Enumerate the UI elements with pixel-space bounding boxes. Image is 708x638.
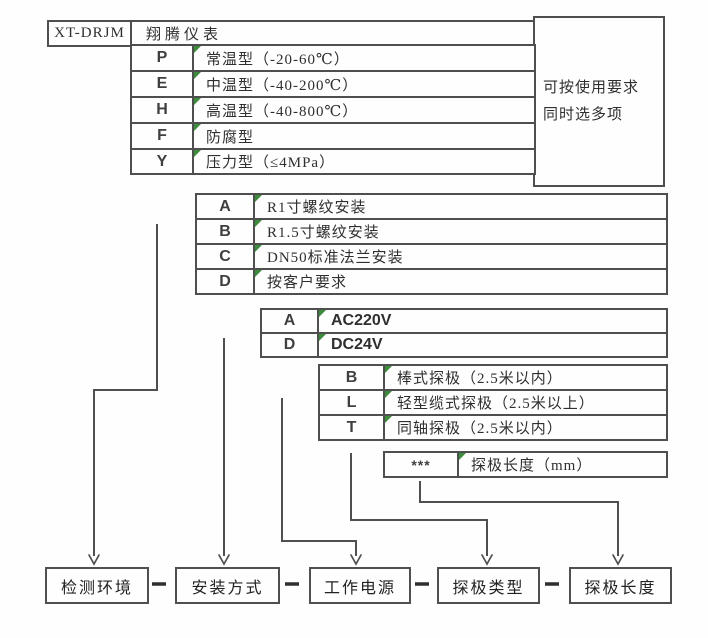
temp-desc-cell: 防腐型 — [192, 122, 536, 150]
category-box-environment: 检测环境 — [45, 567, 149, 604]
probe-desc-cell: 棒式探极（2.5米以内） — [383, 364, 668, 391]
model-code-cell: XT-DRJM — [47, 20, 132, 47]
install-desc-cell: DN50标准法兰安装 — [253, 243, 668, 270]
power-desc-cell: DC24V — [317, 332, 668, 358]
arrow-head-probe-type — [481, 554, 493, 566]
temp-code-cell: E — [130, 70, 194, 98]
temp-code-cell: Y — [130, 148, 194, 175]
category-box-probe-type: 探极类型 — [437, 567, 540, 604]
probe-code-cell: B — [318, 364, 385, 391]
category-box-probe-length: 探极长度 — [569, 567, 672, 604]
temp-desc-cell: 高温型（-40-800℃） — [192, 96, 536, 124]
install-desc-cell: R1寸螺纹安装 — [253, 193, 668, 220]
connector-probe-length — [419, 481, 619, 556]
length-desc-cell: 探极长度（mm） — [457, 451, 668, 478]
install-code-cell: B — [195, 218, 255, 245]
power-desc-cell: AC220V — [317, 308, 668, 334]
probe-code-cell: T — [318, 414, 385, 441]
category-box-installation: 安装方式 — [175, 567, 280, 604]
length-section: *** 探极长度（mm） — [383, 451, 668, 478]
temperature-section: P 常温型（-20-60℃） E 中温型（-40-200℃） H 高温型（-40… — [130, 44, 536, 175]
probe-code-cell: L — [318, 389, 385, 416]
temp-desc-cell: 压力型（≤4MPa） — [192, 148, 536, 175]
temp-desc-cell: 常温型（-20-60℃） — [192, 44, 536, 72]
temp-code-cell: F — [130, 122, 194, 150]
temp-code-cell: H — [130, 96, 194, 124]
install-code-cell: A — [195, 193, 255, 220]
install-desc-cell: R1.5寸螺纹安装 — [253, 218, 668, 245]
side-note-line1: 可按使用要求 — [543, 80, 640, 97]
probe-section: B 棒式探极（2.5米以内） L 轻型缆式探极（2.5米以上） T 同轴探极（2… — [318, 364, 668, 441]
power-code-cell: A — [260, 308, 319, 334]
install-code-cell: C — [195, 243, 255, 270]
category-box-power: 工作电源 — [309, 567, 411, 604]
install-code-cell: D — [195, 268, 255, 295]
install-desc-cell: 按客户要求 — [253, 268, 668, 295]
side-note-line2: 同时选多项 — [543, 106, 624, 123]
title-table: XT-DRJM 翔腾仪表 — [47, 20, 548, 47]
probe-desc-cell: 轻型缆式探极（2.5米以上） — [383, 389, 668, 416]
installation-section: A R1寸螺纹安装 B R1.5寸螺纹安装 C DN50标准法兰安装 D 按客户… — [195, 193, 668, 295]
probe-desc-cell: 同轴探极（2.5米以内） — [383, 414, 668, 441]
arrow-head-environment — [88, 554, 100, 566]
power-code-cell: D — [260, 332, 319, 358]
connector-environment — [93, 224, 158, 556]
length-code-cell: *** — [383, 451, 459, 478]
arrow-head-installation — [218, 554, 230, 566]
arrow-head-power — [350, 554, 362, 566]
side-note-box: 可按使用要求 同时选多项 — [533, 16, 665, 187]
arrow-head-probe-length — [612, 554, 624, 566]
brand-cell: 翔腾仪表 — [130, 20, 548, 47]
power-section: A AC220V D DC24V — [260, 308, 668, 358]
temp-desc-cell: 中温型（-40-200℃） — [192, 70, 536, 98]
temp-code-cell: P — [130, 44, 194, 72]
